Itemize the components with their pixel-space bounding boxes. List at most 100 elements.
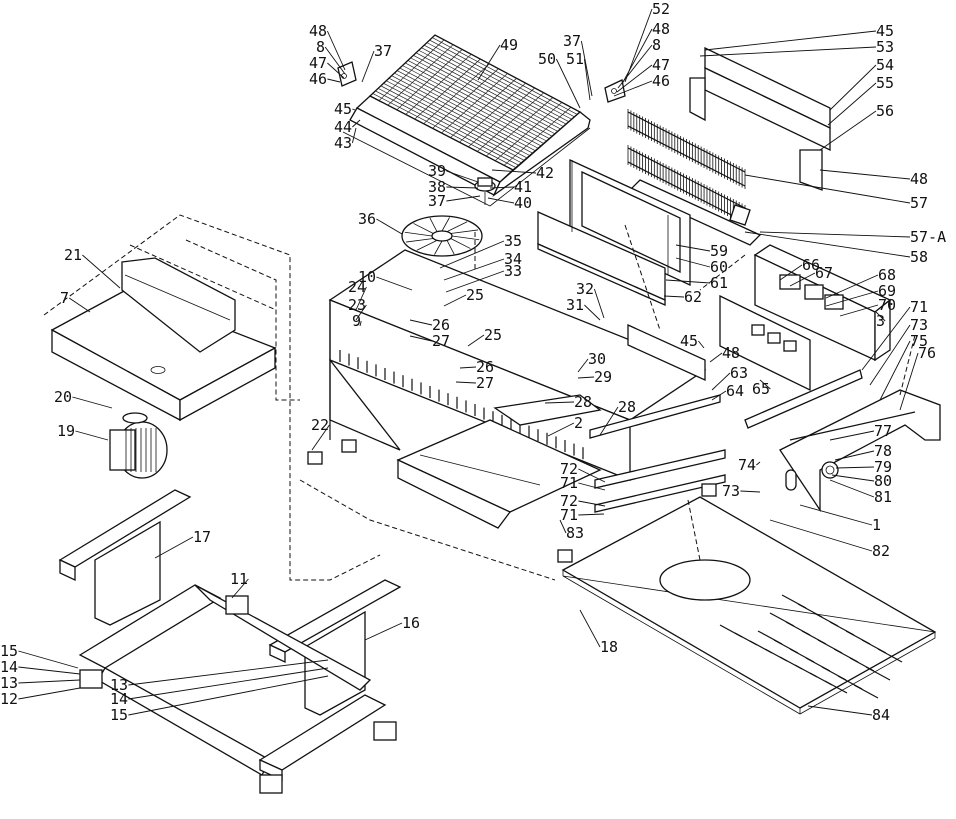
- leader-line: [82, 254, 121, 289]
- callout-label-c42: 66: [802, 256, 820, 274]
- callout-label-c51: 23: [348, 296, 366, 314]
- callout-label-c50: 7: [60, 289, 69, 307]
- leader-line: [711, 372, 731, 391]
- leader-line: [352, 108, 356, 111]
- leader-line: [459, 366, 477, 369]
- leader-line: [807, 705, 873, 716]
- leader-line: [839, 304, 879, 317]
- callout-label-c49: 70: [878, 296, 896, 314]
- leader-line: [559, 519, 567, 534]
- leader-line: [18, 650, 79, 669]
- callout-label-c98: 13: [0, 674, 18, 692]
- callout-label-c75: 2: [574, 414, 583, 432]
- slide-tray: [396, 394, 602, 529]
- heater-tubes: [627, 109, 751, 226]
- leader-line: [789, 272, 816, 287]
- callout-label-c79: 78: [874, 442, 892, 460]
- callout-label-c10: 8: [652, 36, 661, 54]
- callout-label-c32: 57-A: [910, 228, 946, 246]
- leader-line: [487, 197, 515, 204]
- leader-line: [467, 334, 485, 347]
- leader-line: [879, 340, 911, 401]
- callout-label-c43: 67: [815, 264, 833, 282]
- leader-line: [875, 311, 886, 322]
- callout-label-c6: 49: [500, 36, 518, 54]
- callout-label-c19: 45: [334, 100, 352, 118]
- leader-line: [663, 295, 685, 298]
- leader-line: [18, 687, 81, 700]
- callout-label-c61: 45: [680, 332, 698, 350]
- leader-line: [779, 264, 803, 281]
- leader-line: [376, 276, 413, 291]
- callout-label-c53: 31: [566, 296, 584, 314]
- leader-line: [829, 479, 875, 498]
- rubber-feet: [307, 439, 717, 563]
- callout-label-c52: 25: [466, 286, 484, 304]
- callout-label-c11: 50: [538, 50, 556, 68]
- callout-label-c34: 59: [710, 242, 728, 260]
- leader-line: [579, 609, 601, 648]
- leader-line: [446, 170, 479, 183]
- callout-label-c68: 63: [730, 364, 748, 382]
- leader-line: [439, 240, 505, 269]
- callout-label-c47: 32: [576, 280, 594, 298]
- callout-label-c29: 48: [910, 170, 928, 188]
- callout-label-c31: 36: [358, 210, 376, 228]
- callout-label-c46: 24: [348, 278, 366, 296]
- leader-line: [675, 257, 711, 268]
- leader-line: [489, 186, 515, 189]
- callout-label-c102: 15: [110, 706, 128, 724]
- leader-line: [68, 297, 91, 313]
- callout-label-c97: 14: [0, 658, 18, 676]
- callout-label-c18: 55: [876, 74, 894, 92]
- callout-label-c3: 47: [309, 54, 327, 72]
- leader-line: [128, 667, 329, 700]
- leader-line: [613, 80, 653, 97]
- callout-label-c35: 60: [710, 258, 728, 276]
- callout-label-c38: 33: [504, 262, 522, 280]
- motor: [109, 412, 168, 479]
- grid-mesh: [372, 37, 578, 168]
- callout-label-c82: 72: [560, 460, 578, 478]
- callout-label-c62: 75: [910, 332, 928, 350]
- callout-label-c20: 44: [334, 118, 352, 136]
- leader-line: [577, 358, 589, 373]
- callout-label-c2: 8: [316, 38, 325, 56]
- side-frame: [537, 158, 691, 306]
- leader-line: [443, 294, 467, 307]
- leader-line: [555, 58, 581, 109]
- callout-label-c25: 38: [428, 178, 446, 196]
- leader-line: [477, 44, 501, 81]
- leader-line: [744, 231, 911, 258]
- callout-label-c90: 1: [872, 516, 881, 534]
- callout-label-c73: 28: [574, 393, 592, 411]
- leader-line: [665, 279, 711, 284]
- leader-line: [583, 58, 591, 101]
- callout-label-c70: 65: [752, 380, 770, 398]
- callout-label-c4: 46: [309, 70, 327, 88]
- callout-label-c99: 12: [0, 690, 18, 708]
- leader-line: [409, 319, 433, 326]
- leader-line: [704, 30, 877, 51]
- leader-line: [544, 401, 575, 404]
- callout-label-c8: 48: [652, 20, 670, 38]
- leader-line: [709, 352, 723, 363]
- leader-line: [675, 244, 711, 252]
- callout-label-c103: 84: [872, 706, 890, 724]
- leader-line: [352, 119, 361, 128]
- callout-label-c24: 39: [428, 162, 446, 180]
- callout-label-c85: 73: [722, 482, 740, 500]
- callout-label-c63: 48: [722, 344, 740, 362]
- leader-line: [154, 536, 194, 559]
- leader-line: [547, 422, 575, 437]
- leader-line: [455, 381, 477, 384]
- callout-label-c21: 43: [334, 134, 352, 152]
- leader-line: [578, 500, 606, 507]
- callout-label-c7: 52: [652, 0, 670, 18]
- leader-line: [616, 64, 653, 93]
- callout-label-c91: 83: [566, 524, 584, 542]
- leader-line: [834, 450, 875, 461]
- leader-line: [599, 406, 619, 436]
- leader-line: [75, 430, 109, 441]
- callout-label-c26: 41: [514, 178, 532, 196]
